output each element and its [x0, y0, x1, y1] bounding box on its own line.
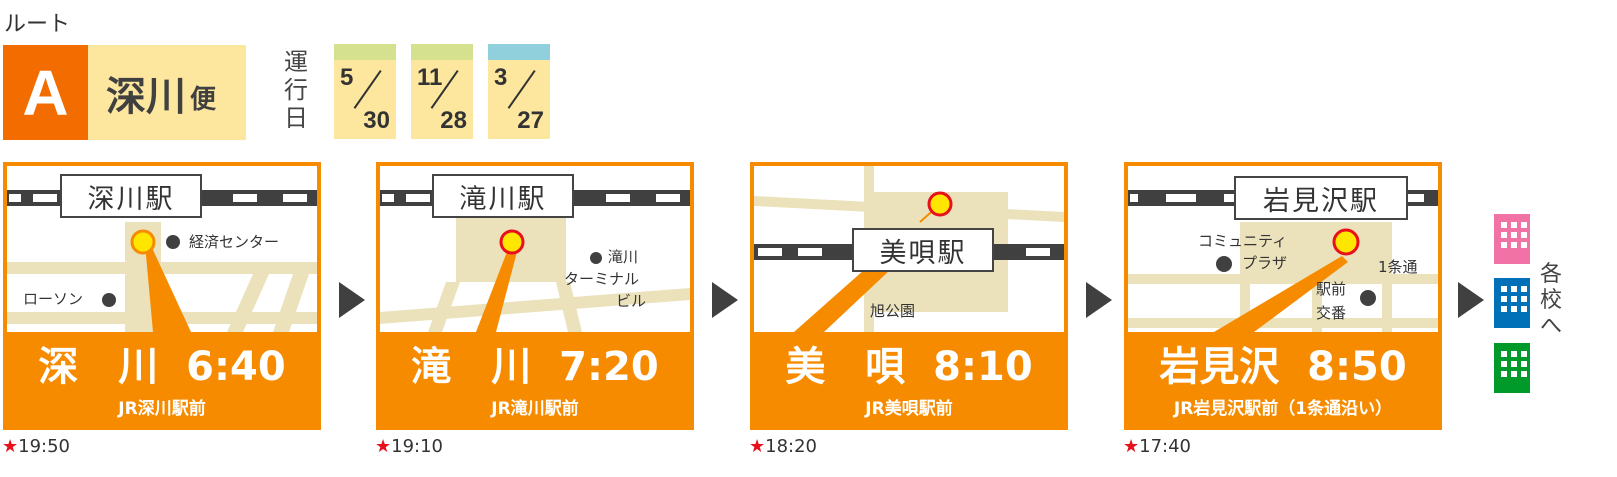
- stop-card-bibai: 美唄駅 旭公園 美 唄 8:10 JR美唄駅前: [750, 162, 1068, 430]
- arrow-right-icon: [1458, 282, 1484, 318]
- date-badge: 5 30: [334, 44, 396, 139]
- return-time: ★19:50: [2, 436, 70, 457]
- landmark-label: 滝川: [608, 248, 639, 266]
- stop-location: JR岩見沢駅前（1条通沿い）: [1173, 399, 1393, 419]
- landmark-label: ビル: [616, 292, 647, 310]
- station-name: 美唄駅: [852, 228, 994, 272]
- star-icon: ★: [375, 436, 392, 457]
- date-badge: 11 28: [411, 44, 473, 139]
- school-building-icon: [1494, 278, 1530, 328]
- return-time-text: 18:20: [765, 436, 818, 457]
- return-time-text: 19:50: [18, 436, 71, 457]
- destination-label: 各校へ: [1540, 262, 1563, 339]
- star-icon: ★: [1123, 436, 1140, 457]
- route-letter: A: [3, 45, 88, 140]
- return-time: ★17:40: [1123, 436, 1191, 457]
- route-suffix: 便: [190, 85, 217, 115]
- landmark-label: 旭公園: [870, 302, 916, 320]
- landmark-label: ターミナル: [564, 270, 640, 288]
- stop-location: JR美唄駅前: [865, 399, 953, 419]
- stop-location: JR深川駅前: [118, 399, 206, 419]
- stop-place-time: 美 唄 8:10: [750, 334, 1068, 392]
- school-building-icon: [1494, 214, 1530, 264]
- landmark-label: 駅前: [1316, 280, 1347, 298]
- date-badge: 3 27: [488, 44, 550, 139]
- stop-place-time: 深 川 6:40: [3, 334, 321, 392]
- station-name: 滝川駅: [432, 174, 574, 218]
- stop-time: 6:40: [186, 344, 286, 390]
- return-time-text: 19:10: [391, 436, 444, 457]
- stop-place-time: 岩見沢 8:50: [1124, 334, 1442, 392]
- school-building-icon: [1494, 343, 1530, 393]
- return-time: ★18:20: [749, 436, 817, 457]
- route-name-text: 深川: [106, 73, 186, 120]
- stop-location: JR滝川駅前: [491, 399, 579, 419]
- stop-card-fukagawa: 深川駅 経済センター ローソン 深 川 6:40 JR深川駅前: [3, 162, 321, 430]
- star-icon: ★: [749, 436, 766, 457]
- route-name: 深川 便: [88, 45, 246, 140]
- landmark-label: コミュニティ: [1198, 232, 1288, 250]
- station-name: 深川駅: [60, 174, 202, 218]
- date-day: 27: [517, 107, 544, 134]
- date-day: 28: [440, 107, 467, 134]
- return-time: ★19:10: [375, 436, 443, 457]
- stop-place-time: 滝 川 7:20: [376, 334, 694, 392]
- landmark-label: 交番: [1316, 304, 1347, 322]
- stop-place: 岩見沢: [1159, 344, 1280, 390]
- landmark-label: プラザ: [1242, 254, 1288, 272]
- stop-card-iwamizawa: 岩見沢駅 コミュニティ プラザ 1条通 駅前 交番 岩見沢 8:50 JR岩見沢…: [1124, 162, 1442, 430]
- stop-time: 7:20: [559, 344, 659, 390]
- arrow-right-icon: [1086, 282, 1112, 318]
- station-name: 岩見沢駅: [1234, 176, 1408, 220]
- arrow-right-icon: [712, 282, 738, 318]
- stop-card-takikawa: 滝川駅 滝川 ターミナル ビル 滝 川 7:20 JR滝川駅前: [376, 162, 694, 430]
- stop-place: 美 唄: [785, 344, 906, 390]
- landmark-label: 1条通: [1378, 258, 1418, 276]
- stop-place: 深 川: [38, 344, 159, 390]
- stop-time: 8:50: [1307, 344, 1407, 390]
- star-icon: ★: [2, 436, 19, 457]
- date-month: 5: [340, 64, 354, 91]
- route-label: ルート: [4, 12, 71, 37]
- date-month: 3: [494, 64, 508, 91]
- arrow-right-icon: [339, 282, 365, 318]
- return-time-text: 17:40: [1139, 436, 1192, 457]
- landmark-label: 経済センター: [189, 233, 280, 251]
- stop-time: 8:10: [933, 344, 1033, 390]
- landmark-label: ローソン: [23, 290, 84, 308]
- date-month: 11: [417, 64, 443, 91]
- date-day: 30: [363, 107, 390, 134]
- operation-days-label: 運行日: [284, 48, 308, 132]
- stop-place: 滝 川: [411, 344, 532, 390]
